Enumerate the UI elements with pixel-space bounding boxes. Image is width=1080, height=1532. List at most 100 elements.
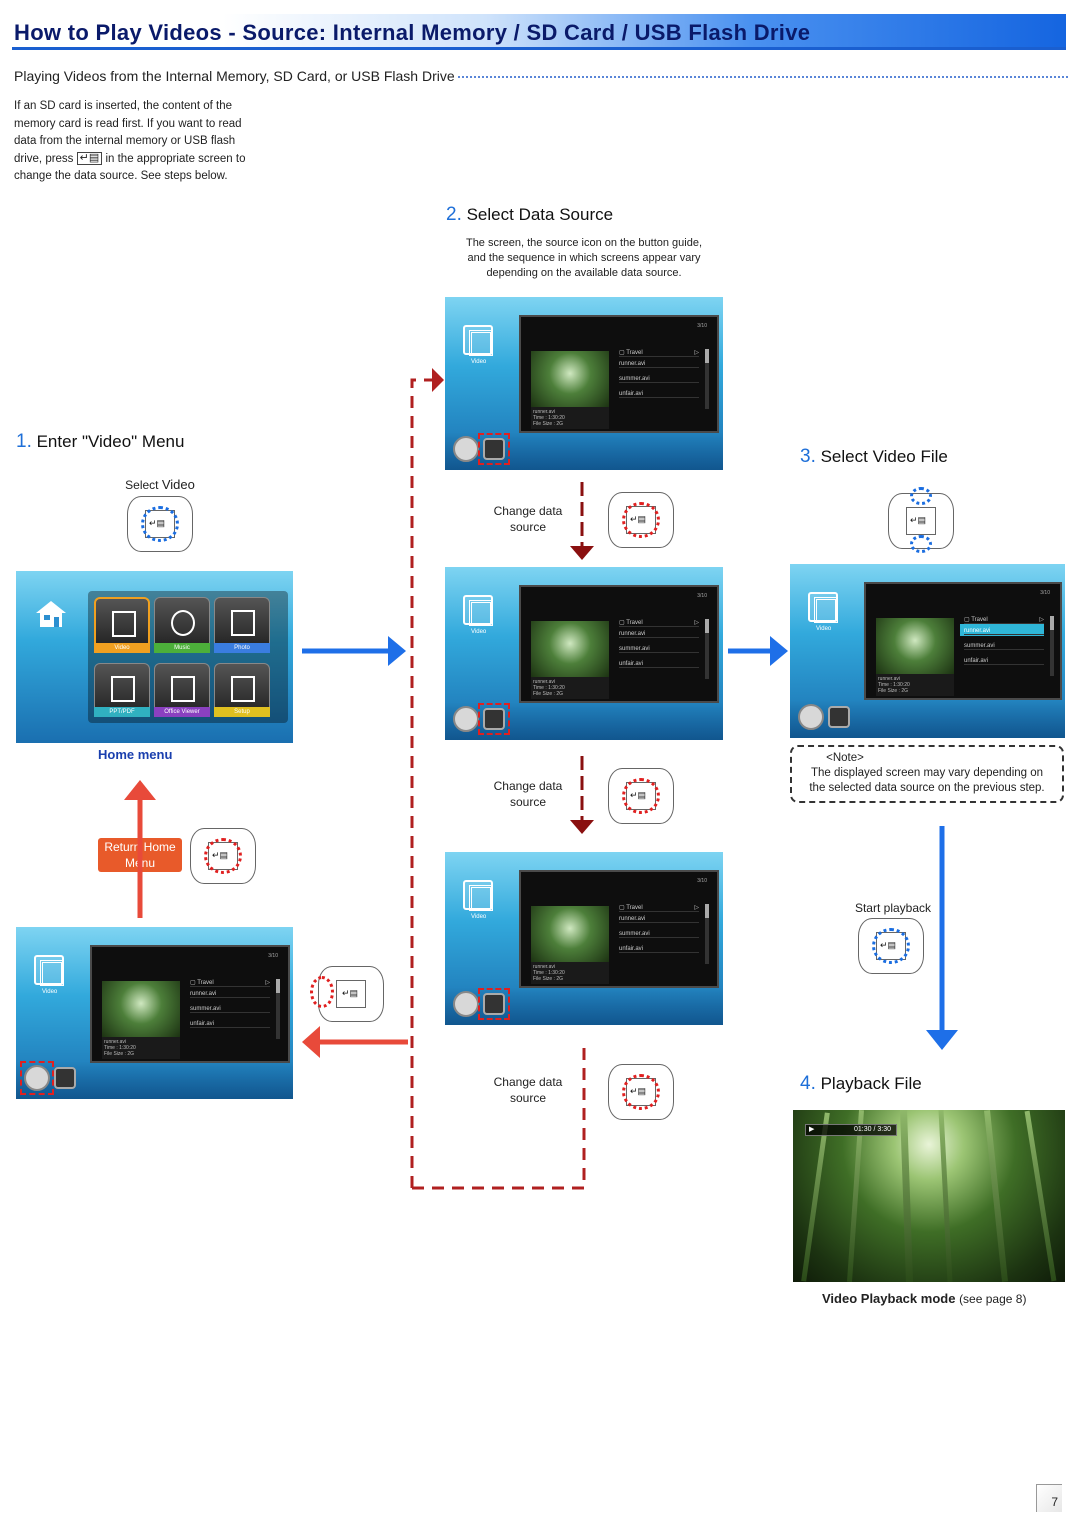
return-highlight (20, 1061, 54, 1095)
scrollbar[interactable] (276, 979, 280, 1039)
tile-label: Photo (214, 643, 270, 653)
desc-line: depending on the available data source. (486, 267, 682, 279)
scrollbar[interactable] (1050, 616, 1054, 676)
label-line: Change data (493, 504, 563, 518)
source-highlight (478, 988, 510, 1020)
remote-pad: ↵▤ (608, 1064, 674, 1120)
film-icon (112, 611, 136, 637)
scroll-thumb[interactable] (705, 904, 709, 918)
page-title: How to Play Videos - Source: Internal Me… (14, 20, 811, 45)
folder-name: Travel (971, 617, 988, 623)
file-item[interactable]: runner.avi (619, 916, 699, 923)
file-item[interactable]: summer.avi (964, 643, 1044, 650)
ppt-pdf-tile[interactable] (94, 663, 150, 715)
video-thumbnail (102, 981, 180, 1037)
file-item[interactable]: runner.avi (964, 628, 1044, 635)
enter-highlight (141, 506, 179, 542)
source-icon (54, 1067, 76, 1089)
file-browser-screen: Video 3/10 runner.avi Time : 1:30:20 Fil… (445, 567, 723, 740)
enter-highlight (872, 928, 910, 964)
folder-name: Travel (626, 620, 643, 626)
step-number: 2. (446, 204, 462, 225)
return-highlight (204, 838, 242, 874)
home-menu-screen: Video Music Photo PPT/PDF Office Viewer … (16, 571, 293, 743)
music-tile[interactable] (154, 597, 210, 649)
file-item[interactable]: runner.avi (190, 991, 270, 998)
info-line: runner.avi (533, 409, 555, 415)
info-line: runner.avi (878, 676, 900, 682)
scrollbar[interactable] (705, 349, 709, 409)
enter-icon: ↵▤ (76, 151, 103, 165)
file-item[interactable]: summer.avi (619, 646, 699, 653)
folder-name: Travel (197, 980, 214, 986)
tile-label: Video (94, 643, 150, 653)
page-indicator: 3/10 (1040, 590, 1050, 596)
remote-pad: ↵▤ (888, 487, 954, 553)
file-browser-screen: Video 3/10 runner.avi Time : 1:30:20 Fil… (16, 927, 293, 1099)
info-text: runner.avi Time : 1:30:20 File Size : 2G (531, 407, 609, 429)
intro-text: If an SD card is inserted, the content o… (14, 98, 264, 186)
home-menu-label: Home menu (98, 747, 173, 762)
info-text: runner.avi Time : 1:30:20 File Size : 2G (876, 674, 954, 696)
office-viewer-tile[interactable] (154, 663, 210, 715)
film-icon (463, 325, 493, 356)
file-item[interactable]: unfair.avi (619, 661, 699, 668)
page-indicator: 3/10 (697, 593, 707, 599)
file-item[interactable]: runner.avi (619, 361, 699, 368)
tile-label: PPT/PDF (94, 707, 150, 717)
file-item[interactable]: summer.avi (190, 1006, 270, 1013)
label-line: Change data (493, 779, 563, 793)
dotted-rule (458, 76, 1068, 78)
info-line: File Size : 2G (878, 688, 909, 694)
info-box: runner.avi Time : 1:30:20 File Size : 2G (531, 962, 609, 984)
folder-item[interactable]: ▢ Travel ▷ (964, 617, 1044, 624)
side-label: Video (42, 989, 58, 995)
ppt-pdf-icon (111, 676, 135, 702)
scroll-thumb[interactable] (276, 979, 280, 993)
info-box: runner.avi Time : 1:30:20 File Size : 2G (876, 674, 954, 696)
hint-text: Select (125, 478, 162, 492)
step-1-title: 1. Enter "Video" Menu (16, 431, 184, 453)
playback-mode-label: Video Playback mode (see page 8) (822, 1291, 1026, 1306)
scroll-thumb[interactable] (1050, 616, 1054, 630)
blue-arrow-down-head (926, 1030, 958, 1050)
info-text: runner.avi Time : 1:30:20 File Size : 2G (531, 677, 609, 699)
selected-row (960, 624, 1044, 636)
folder-item[interactable]: ▢ Travel ▷ (619, 350, 699, 357)
scroll-thumb[interactable] (705, 619, 709, 633)
scrollbar[interactable] (705, 904, 709, 964)
enter-highlight (622, 502, 660, 538)
up-highlight (910, 487, 932, 505)
photo-tile[interactable] (214, 597, 270, 649)
file-item[interactable]: unfair.avi (619, 946, 699, 953)
folder-item[interactable]: ▢ Travel ▷ (619, 620, 699, 627)
source-icon (828, 706, 850, 728)
return-icon (453, 706, 479, 732)
folder-item[interactable]: ▢ Travel ▷ (619, 905, 699, 912)
browser-panel: 3/10 runner.avi Time : 1:30:20 File Size… (519, 585, 719, 703)
file-item[interactable]: summer.avi (619, 376, 699, 383)
file-item[interactable]: runner.avi (619, 631, 699, 638)
tile-label: Office Viewer (154, 707, 210, 717)
file-item[interactable]: unfair.avi (190, 1021, 270, 1028)
return-icon (798, 704, 824, 730)
step-4-title: 4. Playback File (800, 1073, 922, 1095)
file-item[interactable]: unfair.avi (964, 658, 1044, 665)
setup-tile[interactable] (214, 663, 270, 715)
file-item[interactable]: summer.avi (619, 931, 699, 938)
info-line: Time : 1:30:20 (878, 682, 910, 688)
file-item[interactable]: unfair.avi (619, 391, 699, 398)
step-number: 3. (800, 446, 816, 467)
scroll-thumb[interactable] (705, 349, 709, 363)
label-line: source (509, 1091, 547, 1105)
browser-panel: 3/10 runner.avi Time : 1:30:20 File Size… (519, 870, 719, 988)
info-line: Time : 1:30:20 (533, 685, 565, 691)
info-box: runner.avi Time : 1:30:20 File Size : 2G (531, 677, 609, 699)
step-number: 1. (16, 431, 32, 452)
music-disc-icon (171, 610, 195, 636)
scrollbar[interactable] (705, 619, 709, 679)
folder-item[interactable]: ▢ Travel ▷ (190, 980, 270, 987)
chevron-right-icon: ▷ (694, 620, 699, 626)
